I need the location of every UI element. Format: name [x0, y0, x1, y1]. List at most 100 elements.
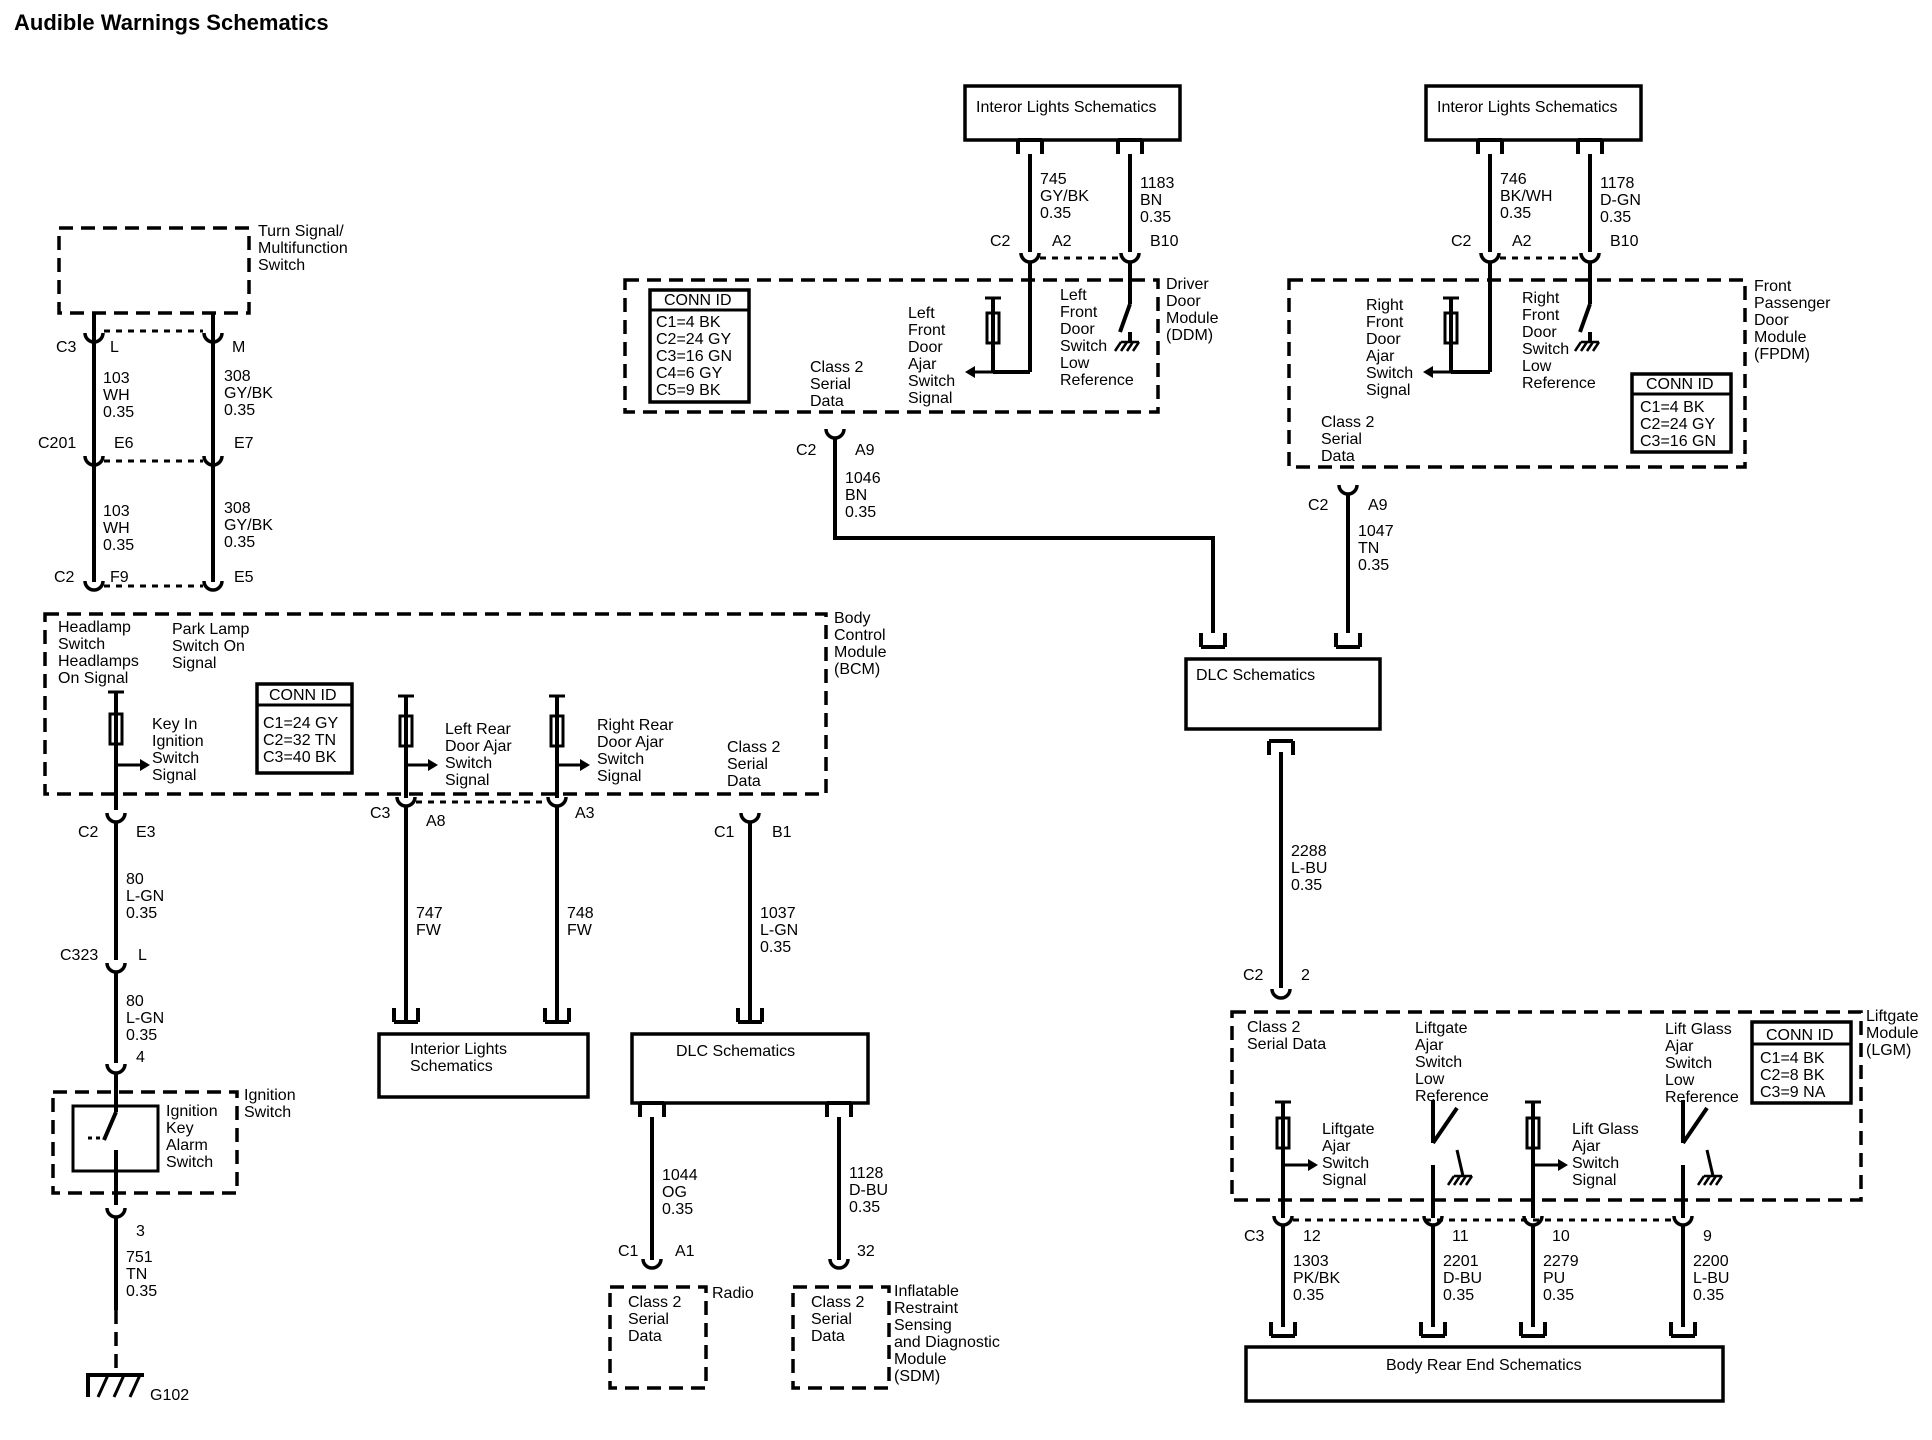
- wire-103b-label: 103 WH 0.35: [103, 503, 134, 554]
- svg-text:Module: Module: [1166, 310, 1219, 327]
- pin-a2-fpdm: A2: [1512, 233, 1532, 250]
- interior-lights-right-text: Interor Lights Schematics: [1437, 99, 1618, 116]
- sdm-label: Inflatable Restraint Sensing and Diagnos…: [894, 1283, 1000, 1385]
- svg-text:D-BU: D-BU: [1443, 1270, 1482, 1287]
- svg-text:Switch: Switch: [597, 751, 644, 768]
- svg-text:Body: Body: [834, 610, 870, 627]
- svg-text:Door: Door: [1366, 331, 1401, 348]
- ddm-conn-id: CONN ID C1=4 BK C2=24 GY C3=16 GN C4=6 G…: [648, 288, 751, 404]
- liftglass-low-ref-label: Lift Glass Ajar Switch Low Reference: [1665, 1021, 1739, 1106]
- interior-lights-schematics-link-left[interactable]: [963, 84, 1182, 142]
- svg-text:1046: 1046: [845, 470, 881, 487]
- liftgate-low-ref-label: Liftgate Ajar Switch Low Reference: [1415, 1020, 1489, 1105]
- svg-text:D-GN: D-GN: [1600, 192, 1641, 209]
- svg-text:1183: 1183: [1140, 175, 1175, 192]
- sdm-module: [791, 1285, 891, 1390]
- svg-text:Switch: Switch: [166, 1154, 213, 1171]
- svg-text:C2=8 BK: C2=8 BK: [1760, 1067, 1825, 1084]
- svg-text:C1=4 BK: C1=4 BK: [656, 314, 721, 331]
- svg-text:Front: Front: [908, 322, 946, 339]
- bcm-conn-id: CONN ID C1=24 GY C2=32 TN C3=40 BK: [255, 682, 354, 775]
- svg-text:Liftgate: Liftgate: [1415, 1020, 1468, 1037]
- wire-1178-label: 1178 D-GN 0.35: [1600, 175, 1641, 226]
- svg-text:Right: Right: [1366, 297, 1404, 314]
- dlc-schematics-link-bottom[interactable]: [630, 1032, 870, 1105]
- dlc-bottom-text: DLC Schematics: [676, 1043, 795, 1060]
- svg-text:D-BU: D-BU: [849, 1182, 888, 1199]
- svg-text:CONN ID: CONN ID: [1766, 1027, 1834, 1044]
- svg-text:CONN ID: CONN ID: [664, 292, 732, 309]
- lf-door-ajar-label: Left Front Door Ajar Switch Signal: [908, 305, 955, 407]
- wire-103-label: 103 WH 0.35: [103, 370, 134, 421]
- wire-1183-label: 1183 BN 0.35: [1140, 175, 1175, 226]
- svg-text:0.35: 0.35: [224, 534, 255, 551]
- svg-text:1178: 1178: [1600, 175, 1635, 192]
- wire-1128-label: 1128 D-BU 0.35: [849, 1165, 888, 1216]
- svg-text:1037: 1037: [760, 905, 796, 922]
- svg-text:Liftgate: Liftgate: [1322, 1121, 1375, 1138]
- svg-text:TN: TN: [126, 1266, 147, 1283]
- svg-text:Module: Module: [1866, 1025, 1919, 1042]
- svg-text:2279: 2279: [1543, 1253, 1579, 1270]
- svg-text:Module: Module: [1754, 329, 1807, 346]
- svg-text:748: 748: [567, 905, 594, 922]
- svg-text:Front: Front: [1522, 307, 1560, 324]
- svg-text:Signal: Signal: [1366, 382, 1410, 399]
- svg-text:CONN ID: CONN ID: [269, 687, 337, 704]
- svg-text:Door Ajar: Door Ajar: [597, 734, 664, 751]
- svg-text:Key In: Key In: [152, 716, 197, 733]
- svg-text:GY/BK: GY/BK: [1040, 188, 1089, 205]
- pin-b10-ddm: B10: [1150, 233, 1179, 250]
- wire-751-label: 751 TN 0.35: [126, 1249, 157, 1300]
- svg-text:L-GN: L-GN: [760, 922, 798, 939]
- interior-lights-schematics-link[interactable]: [377, 1032, 590, 1099]
- svg-text:Switch: Switch: [58, 636, 105, 653]
- svg-text:L-GN: L-GN: [126, 1010, 164, 1027]
- radio-label: Radio: [712, 1285, 754, 1302]
- svg-text:Reference: Reference: [1415, 1088, 1489, 1105]
- ignition-switch-label: Ignition Switch: [244, 1087, 296, 1121]
- lgm-conn-id: CONN ID C1=4 BK C2=8 BK C3=9 NA: [1750, 1020, 1853, 1105]
- svg-text:Restraint: Restraint: [894, 1300, 959, 1317]
- ground-icon: [86, 1373, 144, 1398]
- pin-10: 10: [1552, 1228, 1570, 1245]
- svg-text:Driver: Driver: [1166, 276, 1209, 293]
- svg-text:80: 80: [126, 993, 144, 1010]
- svg-text:Signal: Signal: [597, 768, 641, 785]
- svg-text:Ignition: Ignition: [166, 1103, 218, 1120]
- key-in-signal-label: Key In Ignition Switch Signal: [152, 716, 204, 784]
- svg-text:Reference: Reference: [1665, 1089, 1739, 1106]
- bcm-label: Body Control Module (BCM): [834, 610, 887, 678]
- svg-text:Switch: Switch: [1665, 1055, 1712, 1072]
- svg-text:Serial Data: Serial Data: [1247, 1036, 1326, 1053]
- svg-text:Front: Front: [1060, 304, 1098, 321]
- svg-text:Class 2: Class 2: [727, 739, 780, 756]
- body-rear-end-schematics-link[interactable]: [1244, 1345, 1725, 1403]
- svg-text:0.35: 0.35: [1040, 205, 1071, 222]
- dlc-schematics-link-center[interactable]: [1184, 657, 1382, 731]
- svg-text:Class 2: Class 2: [1321, 414, 1374, 431]
- svg-text:Reference: Reference: [1060, 372, 1134, 389]
- svg-text:Left: Left: [1060, 287, 1087, 304]
- headlamp-signal-label: Headlamp Switch Headlamps On Signal: [58, 619, 139, 687]
- pin-a9-ddm: A9: [855, 442, 875, 459]
- svg-text:C2=32 TN: C2=32 TN: [263, 732, 336, 749]
- svg-text:0.35: 0.35: [760, 939, 791, 956]
- wire-2201-label: 2201 D-BU 0.35: [1443, 1253, 1482, 1304]
- svg-text:0.35: 0.35: [126, 1283, 157, 1300]
- svg-text:C2=24 GY: C2=24 GY: [656, 331, 731, 348]
- svg-text:BK/WH: BK/WH: [1500, 188, 1552, 205]
- interior-lights-schematics-link-right[interactable]: [1424, 84, 1643, 142]
- ddm-class2-label: Class 2 Serial Data: [810, 359, 863, 410]
- pin-a1: A1: [675, 1243, 695, 1260]
- ground-g102: G102: [150, 1387, 189, 1404]
- svg-text:(BCM): (BCM): [834, 661, 880, 678]
- svg-text:Signal: Signal: [172, 655, 216, 672]
- connector-c3: C3: [56, 339, 77, 356]
- svg-text:OG: OG: [662, 1184, 687, 1201]
- svg-text:Front: Front: [1366, 314, 1404, 331]
- wire-308-label: 308 GY/BK 0.35: [224, 368, 273, 419]
- svg-text:746: 746: [1500, 171, 1527, 188]
- svg-text:Switch: Switch: [1322, 1155, 1369, 1172]
- pin-e3: E3: [136, 824, 156, 841]
